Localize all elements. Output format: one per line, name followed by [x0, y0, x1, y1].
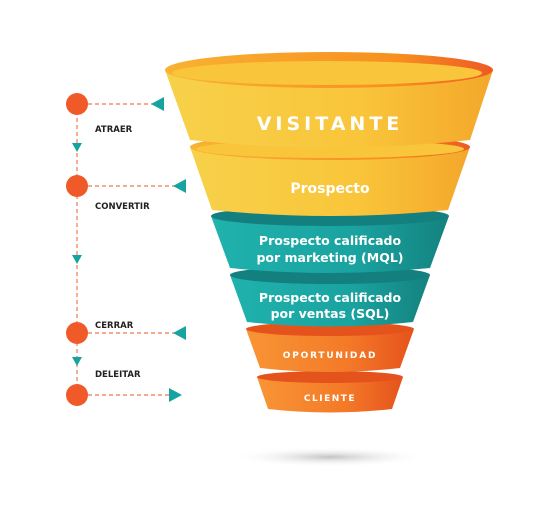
funnel-stage-mql: Prospecto calificado por marketing (MQL)	[211, 206, 449, 273]
stage-label-prospecto: Prospecto	[290, 181, 370, 197]
funnel-stage-cliente: CLIENTE	[257, 371, 403, 413]
funnel-stage-oportunidad: OPORTUNIDAD	[246, 322, 414, 372]
left-arrow-icon	[173, 326, 186, 340]
left-arrow-icon	[151, 97, 164, 111]
funnel-shadow	[230, 447, 430, 467]
stage-label-cliente: CLIENTE	[304, 394, 356, 404]
flow-dot	[66, 175, 88, 197]
flow-label-atraer: ATRAER	[95, 125, 133, 135]
flow-step-deleitar: DELEITAR	[66, 370, 182, 406]
funnel-stage-visitante: VISITANTE	[165, 52, 493, 148]
stage-label-sql-line1: Prospecto calificado	[259, 290, 402, 305]
flow-label-cerrar: CERRAR	[95, 321, 134, 331]
funnel-stage-sql: Prospecto calificado por ventas (SQL)	[230, 266, 430, 327]
stage-label-mql-line1: Prospecto calificado	[259, 233, 402, 248]
down-arrow-icon	[72, 143, 82, 152]
flow-label-convertir: CONVERTIR	[95, 202, 150, 212]
left-arrow-icon	[173, 179, 186, 193]
flow-dot	[66, 384, 88, 406]
flow-label-deleitar: DELEITAR	[95, 370, 141, 380]
stage-label-mql-line2: por marketing (MQL)	[256, 250, 403, 265]
right-arrow-icon	[169, 388, 182, 402]
down-arrow-icon	[72, 357, 82, 366]
flow-step-convertir: CONVERTIR	[66, 175, 186, 212]
stage-label-visitante: VISITANTE	[257, 113, 404, 135]
stage-label-sql-line2: por ventas (SQL)	[271, 306, 390, 321]
stage-label-oportunidad: OPORTUNIDAD	[283, 351, 377, 361]
flow-step-cerrar: CERRAR	[66, 321, 186, 344]
funnel-stage-prospecto: Prospecto	[190, 134, 470, 216]
down-arrow-icon	[72, 255, 82, 264]
flow-dot	[66, 93, 88, 115]
flow-dot	[66, 322, 88, 344]
flow-step-atraer: ATRAER	[66, 93, 164, 135]
